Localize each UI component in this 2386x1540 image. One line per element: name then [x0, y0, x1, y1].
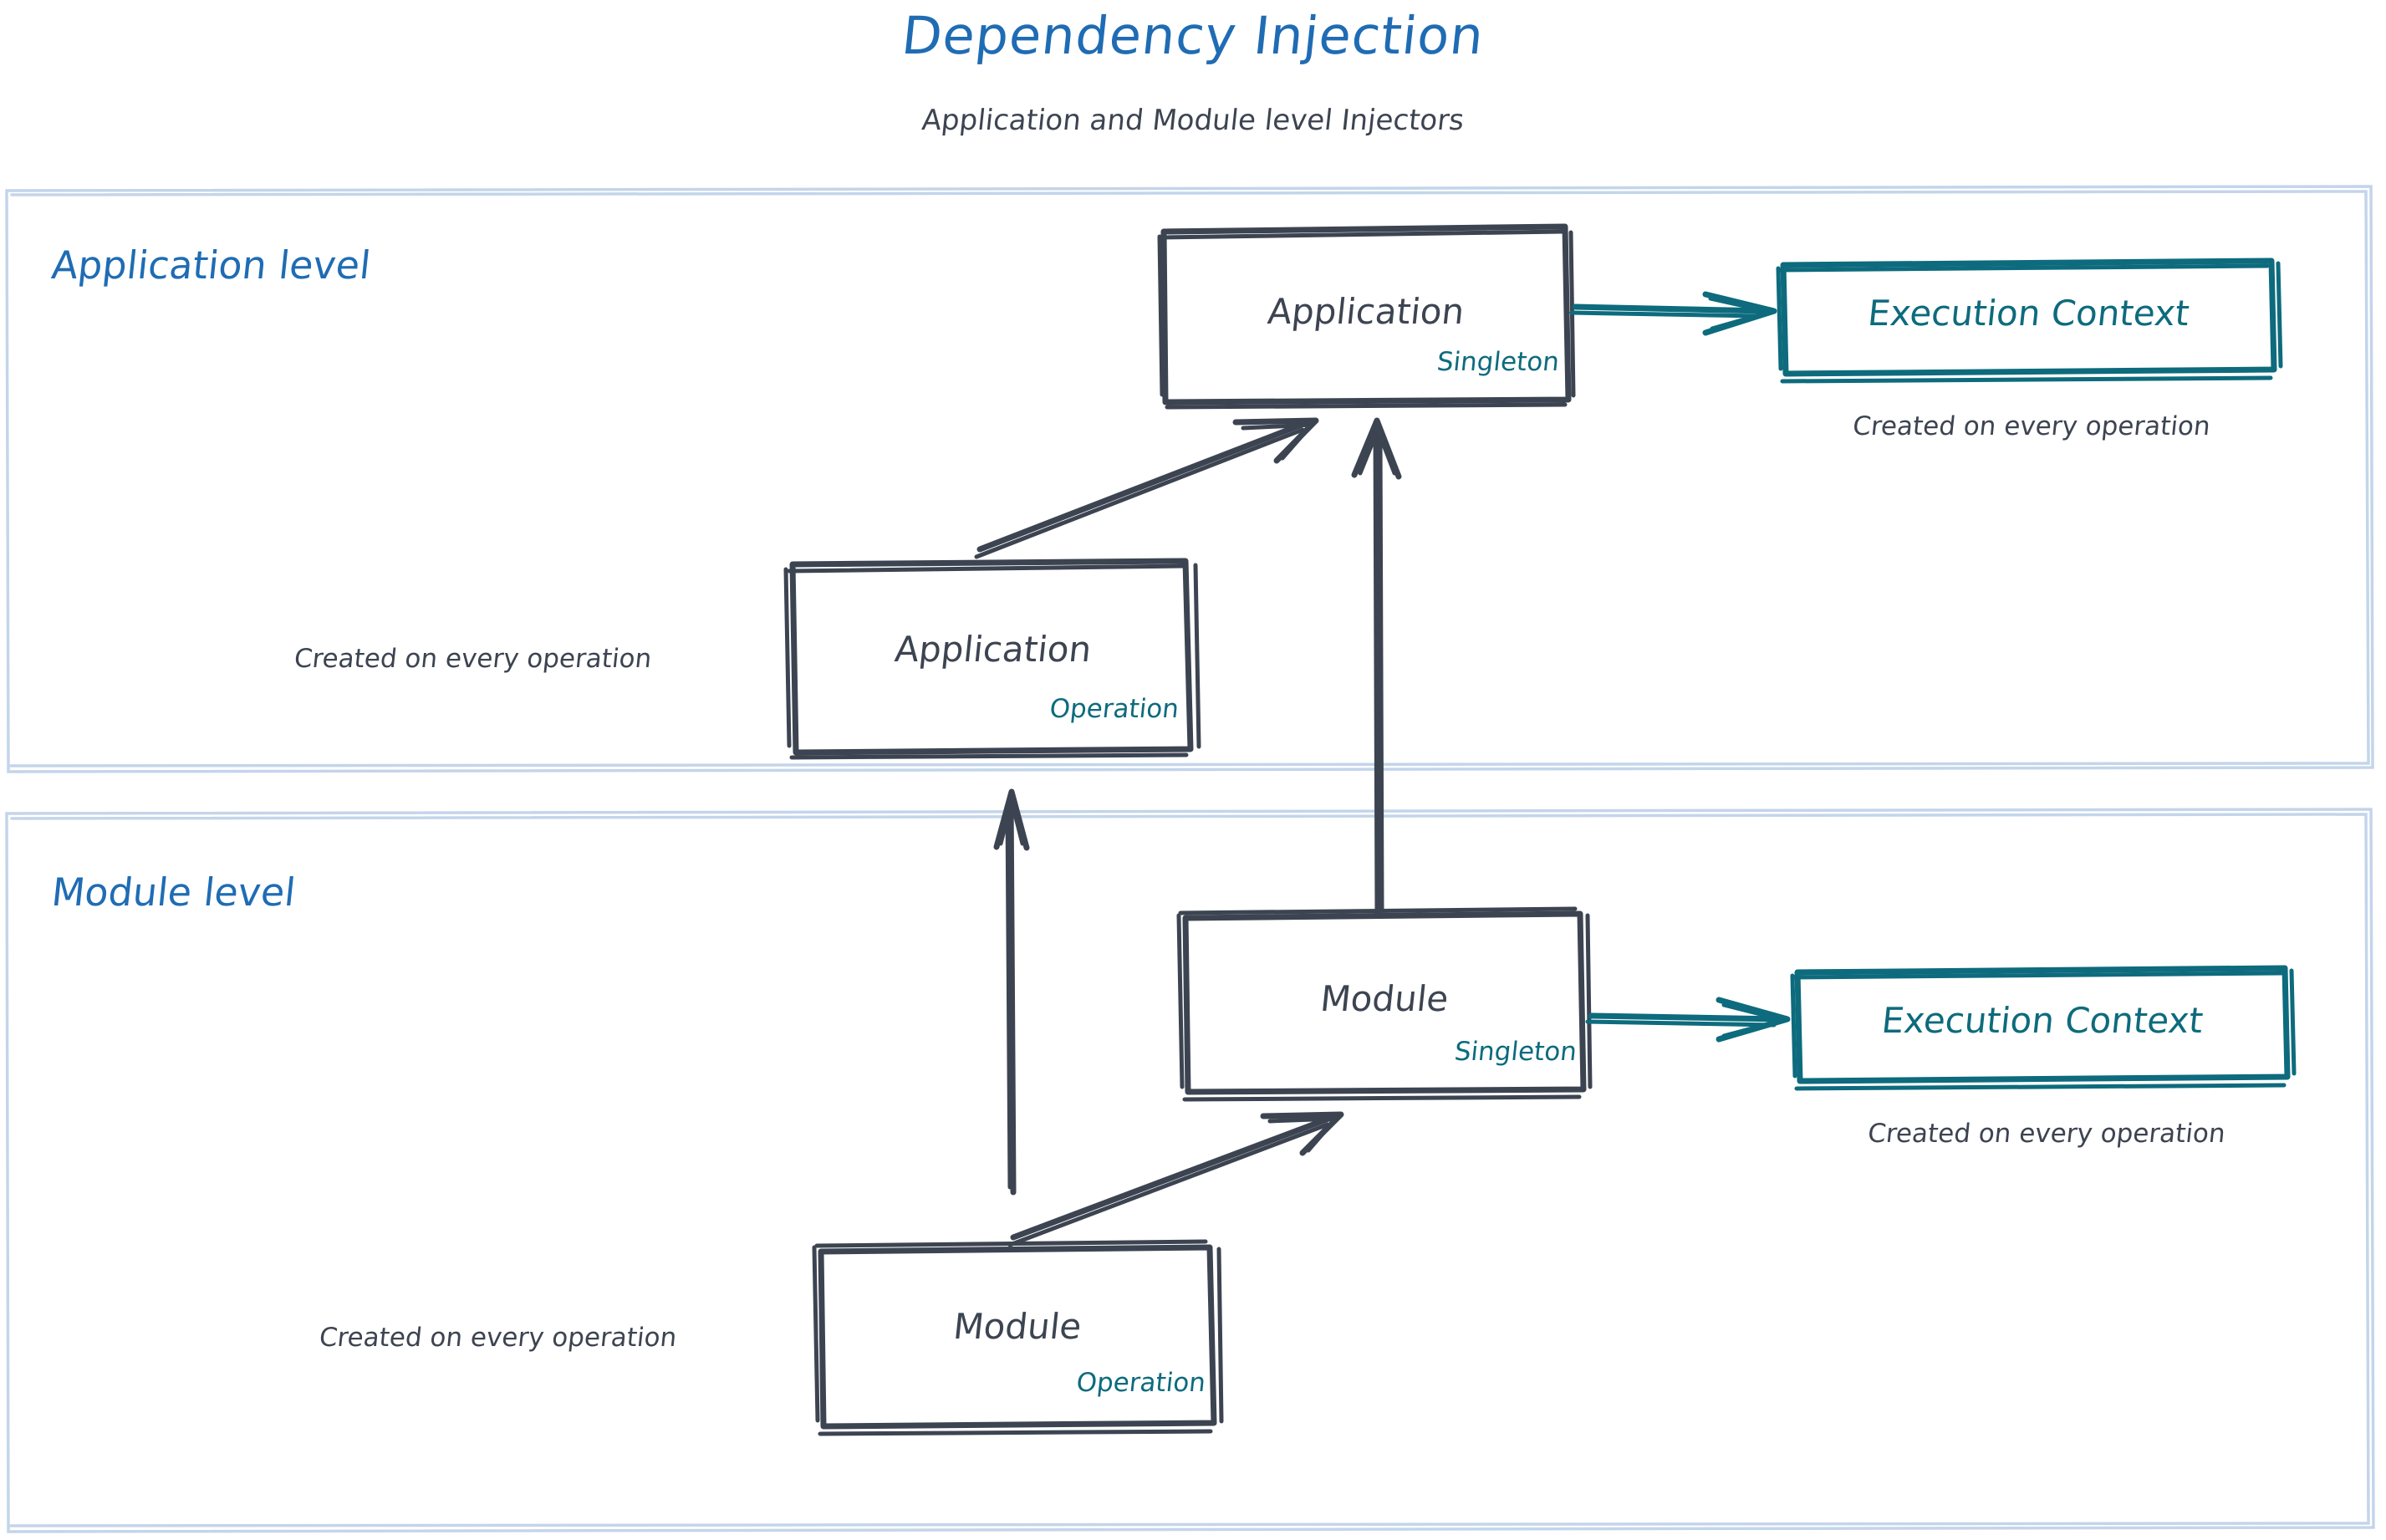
edge-app-operation-to-app-singleton — [974, 417, 1319, 559]
module-singleton-title: Module — [1318, 978, 1450, 1019]
application-operation-title: Application — [893, 629, 1094, 670]
execution-context-module-box-outline — [1790, 965, 2297, 1091]
note-app-execution-context: Created on every operation — [1851, 411, 2212, 441]
application-operation-scope: Operation — [1048, 694, 1180, 724]
edge-app-singleton-to-execution-context — [1569, 291, 1777, 336]
execution-context-module-title: Execution Context — [1879, 1000, 2205, 1041]
application-singleton-title: Application — [1266, 291, 1466, 332]
edge-module-operation-to-app-operation — [993, 788, 1030, 1196]
module-operation-title: Module — [951, 1306, 1083, 1347]
zone-module-level-frame — [5, 808, 2375, 1533]
module-singleton-scope: Singleton — [1453, 1037, 1578, 1067]
edge-module-singleton-to-app-singleton — [1351, 417, 1402, 916]
note-module-execution-context: Created on every operation — [1866, 1119, 2227, 1149]
application-operation-box-outline — [783, 558, 1201, 760]
note-app-operation: Created on every operation — [293, 644, 654, 674]
edge-module-singleton-to-execution-context — [1585, 997, 1791, 1043]
execution-context-app-title: Execution Context — [1865, 293, 2192, 334]
zone-label-application-level: Application level — [49, 242, 373, 288]
page-subtitle: Application and Module level Injectors — [920, 104, 1466, 137]
note-module-operation: Created on every operation — [318, 1323, 679, 1353]
application-singleton-scope: Singleton — [1435, 347, 1561, 377]
zone-label-module-level: Module level — [49, 869, 298, 915]
module-operation-scope: Operation — [1074, 1368, 1207, 1398]
page-title: Dependency Injection — [899, 5, 1487, 66]
execution-context-app-box-outline — [1776, 258, 2283, 384]
zone-application-level-frame — [5, 185, 2374, 773]
edge-module-operation-to-module-singleton — [1007, 1111, 1344, 1247]
